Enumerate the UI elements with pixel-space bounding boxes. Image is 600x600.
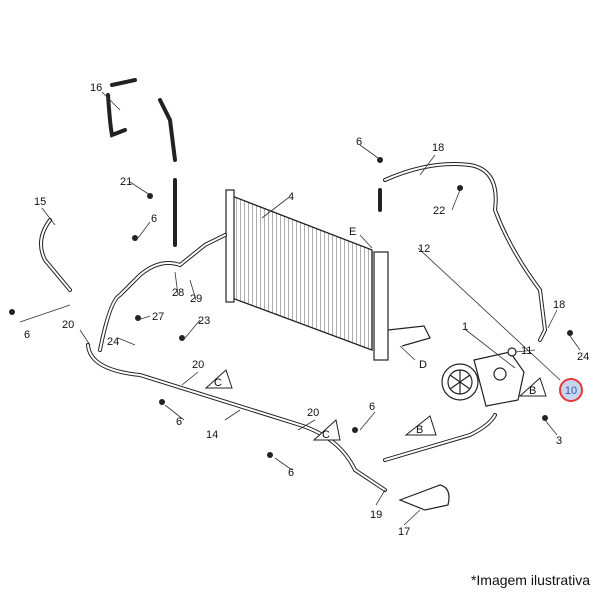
callout-6: 6 xyxy=(288,467,294,479)
callout-18: 18 xyxy=(553,299,565,311)
ref-triangle-C: C xyxy=(214,377,222,389)
callout-18: 18 xyxy=(432,142,444,154)
bracket-17 xyxy=(398,484,450,511)
callout-6: 6 xyxy=(356,136,362,148)
callout-12: 12 xyxy=(418,243,430,255)
callout-10: 10 xyxy=(565,385,577,397)
callout-21: 21 xyxy=(120,176,132,188)
compressor xyxy=(441,347,525,407)
callout-1: 1 xyxy=(462,321,468,333)
ref-triangle-C: C xyxy=(322,429,330,441)
leader-lines xyxy=(19,91,581,526)
callout-6: 6 xyxy=(369,401,375,413)
callout-16: 16 xyxy=(90,82,102,94)
callout-29: 29 xyxy=(190,293,202,305)
callout-4: 4 xyxy=(288,191,294,203)
callout-14: 14 xyxy=(206,429,218,441)
bolts xyxy=(9,157,573,458)
callout-3: 3 xyxy=(556,435,562,447)
callout-17: 17 xyxy=(398,526,410,538)
callout-6: 6 xyxy=(151,213,157,225)
condenser xyxy=(225,189,431,361)
callout-E: E xyxy=(349,226,356,238)
ref-triangle-B: B xyxy=(416,424,423,436)
callout-28: 28 xyxy=(172,287,184,299)
callout-6: 6 xyxy=(24,329,30,341)
callout-11: 11 xyxy=(521,345,532,357)
ref-triangle-B: B xyxy=(529,385,536,397)
callout-24: 24 xyxy=(577,351,589,363)
callout-20: 20 xyxy=(192,359,204,371)
callout-22: 22 xyxy=(433,205,445,217)
callout-10-highlight[interactable]: 10 xyxy=(559,378,583,402)
callouts: 16 15 21 6 4 6 20 24 27 23 28 29 6 18 22… xyxy=(24,82,589,538)
callout-19: 19 xyxy=(370,509,382,521)
callout-15: 15 xyxy=(34,196,46,208)
callout-6: 6 xyxy=(176,416,182,428)
callout-D: D xyxy=(419,359,427,371)
callout-24: 24 xyxy=(107,336,119,348)
callout-20: 20 xyxy=(62,319,74,331)
callout-27: 27 xyxy=(152,311,164,323)
illustrative-image-caption: *Imagem ilustrativa xyxy=(470,572,590,588)
reference-triangles xyxy=(204,369,547,441)
callout-23: 23 xyxy=(198,315,210,327)
callout-20: 20 xyxy=(307,407,319,419)
